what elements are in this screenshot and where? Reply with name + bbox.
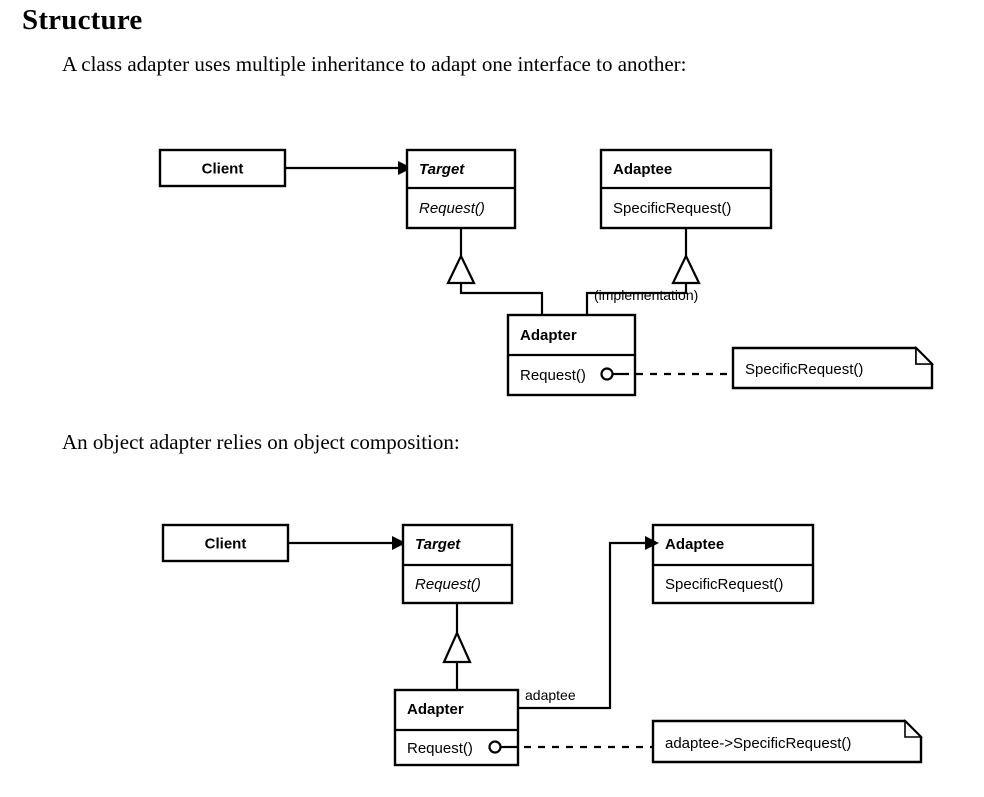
class-operation-adapter-request: Request() <box>520 367 586 384</box>
note-text-specificrequest: SpecificRequest() <box>745 361 863 378</box>
class-name-target: Target <box>419 161 465 178</box>
class-box-target-2[interactable]: Target Request() <box>401 523 514 605</box>
association-adapter-adaptee-2: adaptee <box>518 536 659 710</box>
class-box-adapter[interactable]: Adapter Request() <box>506 313 637 397</box>
note-text-adaptee-specificrequest: adaptee->SpecificRequest() <box>665 735 851 752</box>
edge-label-adaptee-role: adaptee <box>525 687 576 703</box>
inheritance-adapter-adaptee: (implementation) <box>585 228 701 315</box>
edge-label-implementation: (implementation) <box>594 287 698 303</box>
paragraph-class-adapter: A class adapter uses multiple inheritanc… <box>62 52 687 76</box>
note-box-adaptee-specificrequest[interactable]: adaptee->SpecificRequest() <box>651 719 923 764</box>
class-operation-adaptee-specificrequest: SpecificRequest() <box>613 200 731 217</box>
diagram-class-adapter: Client Target Request() Adaptee Specific… <box>158 148 934 397</box>
class-name-adaptee-2: Adaptee <box>665 536 724 553</box>
class-name-target-2: Target <box>415 536 461 553</box>
note-box-specificrequest[interactable]: SpecificRequest() <box>731 346 934 390</box>
class-box-adaptee-2[interactable]: Adaptee SpecificRequest() <box>651 523 815 605</box>
class-box-adapter-2[interactable]: Adapter Request() <box>393 688 520 767</box>
class-name-client: Client <box>202 161 244 178</box>
note-link-adapter-request-2 <box>488 740 653 754</box>
class-name-adapter: Adapter <box>520 327 577 344</box>
class-operation-target-request-2: Request() <box>415 576 481 593</box>
diagram-object-adapter: Client Target Request() Adaptee Specific… <box>161 523 923 767</box>
inheritance-adapter-target-2 <box>442 603 472 690</box>
class-name-adaptee: Adaptee <box>613 161 672 178</box>
class-operation-target-request: Request() <box>419 200 485 217</box>
inheritance-adapter-target <box>446 228 544 315</box>
page-title: Structure <box>22 4 143 36</box>
association-client-target <box>285 161 412 175</box>
note-link-adapter-request <box>600 367 733 381</box>
class-name-adapter-2: Adapter <box>407 701 464 718</box>
class-box-client-2[interactable]: Client <box>161 523 290 563</box>
class-operation-adapter-request-2: Request() <box>407 740 473 757</box>
class-operation-adaptee-specificrequest-2: SpecificRequest() <box>665 576 783 593</box>
paragraph-object-adapter: An object adapter relies on object compo… <box>62 430 460 454</box>
association-client-target-2 <box>288 536 406 550</box>
class-box-client[interactable]: Client <box>158 148 287 188</box>
class-box-target[interactable]: Target Request() <box>405 148 517 230</box>
class-name-client-2: Client <box>205 536 247 553</box>
class-box-adaptee[interactable]: Adaptee SpecificRequest() <box>599 148 773 230</box>
